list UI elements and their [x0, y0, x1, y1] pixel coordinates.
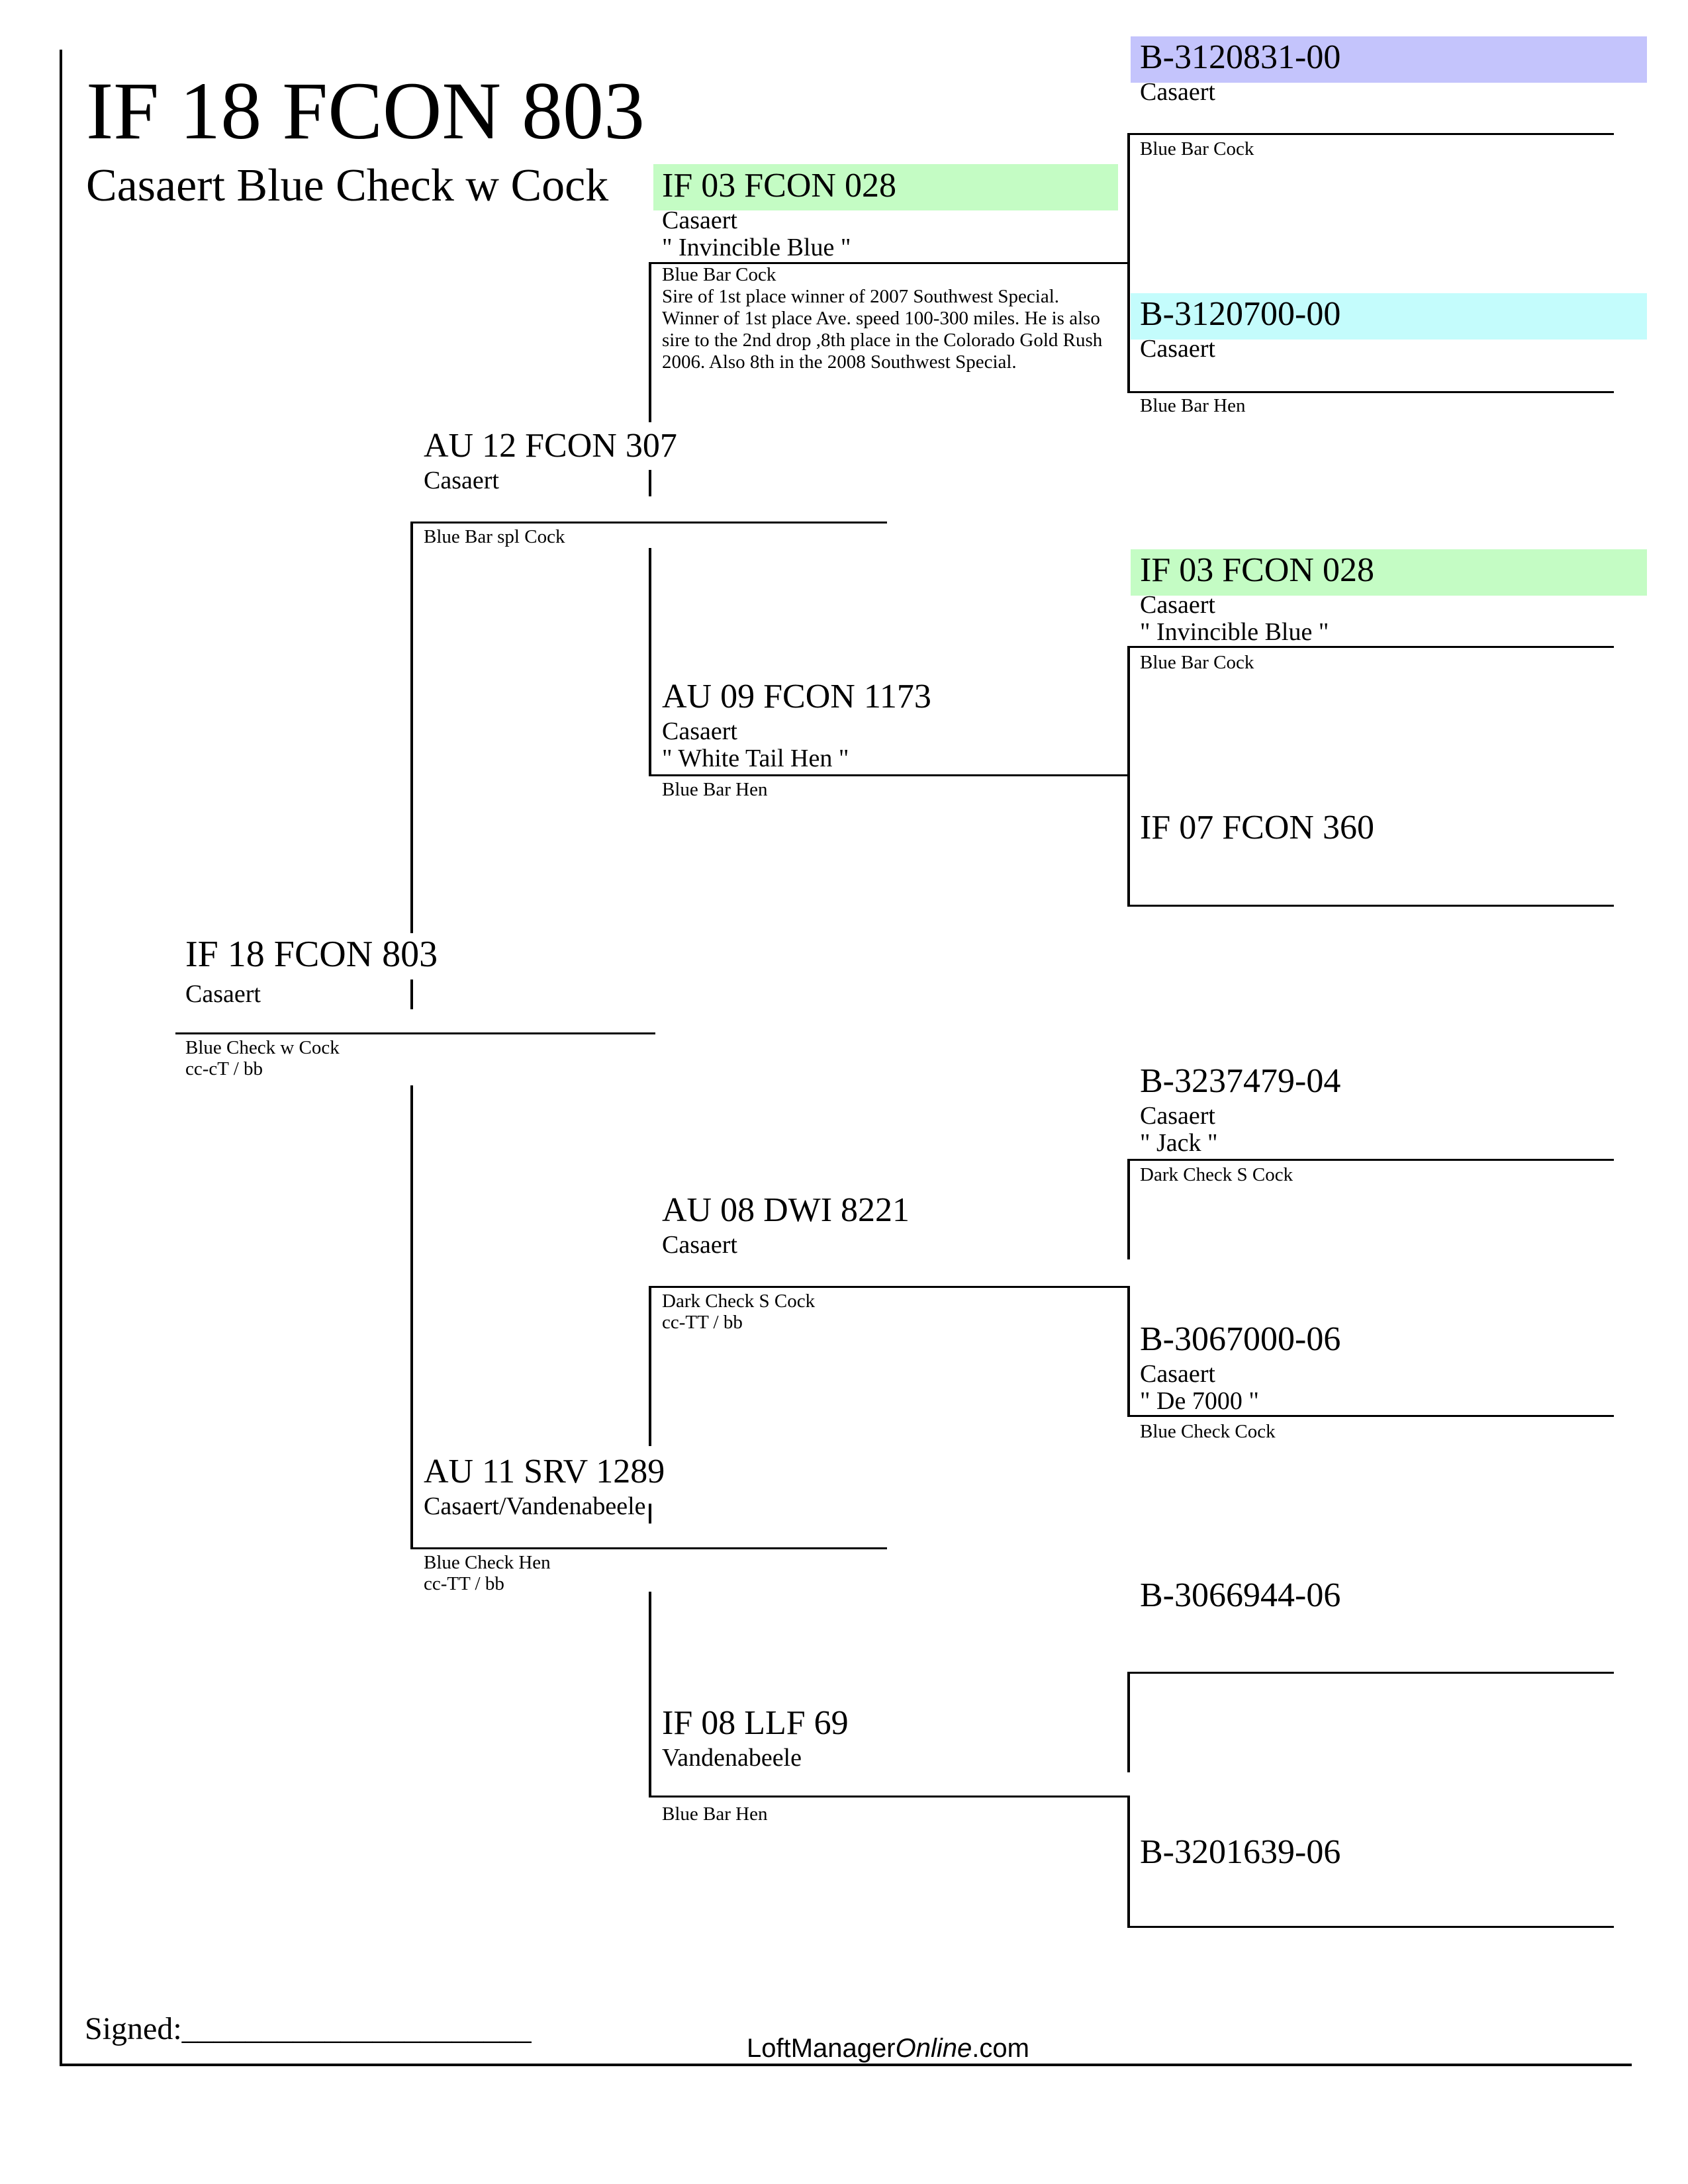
sire-dam-color: Blue Bar Hen [662, 779, 768, 800]
dam-genetics: cc-TT / bb [424, 1573, 504, 1594]
connector-ds-vertical [649, 1287, 651, 1446]
gen3-6-underline [1127, 1672, 1614, 1674]
sire-sire-underline [649, 262, 1129, 264]
sire-strain: Casaert [424, 467, 499, 494]
connector-g3-d [1127, 1673, 1130, 1772]
subject-band: IF 18 FCON 803 [185, 934, 438, 975]
sire-sire-notes: Sire of 1st place winner of 2007 Southwe… [662, 286, 1103, 373]
gen3-0-color: Blue Bar Cock [1140, 138, 1254, 159]
subject-color: Blue Check w Cock [185, 1037, 340, 1058]
sire-dam-underline [649, 774, 1129, 776]
dam-dam-underline [649, 1796, 1129, 1797]
gen3-4-underline [1127, 1159, 1614, 1161]
brand-footer: LoftManagerOnline.com [747, 2034, 1029, 2063]
gen3-7-underline [1127, 1926, 1614, 1928]
gen3-0-underline [1127, 133, 1614, 135]
sire-sire-color: Blue Bar Cock [662, 264, 776, 285]
signature-line: Signed:______________________ [85, 2011, 532, 2046]
dam-dam-color: Blue Bar Hen [662, 1803, 768, 1825]
sire-band: AU 12 FCON 307 [424, 427, 677, 465]
connector-sire-tick [649, 470, 651, 496]
gen3-0-strain: Casaert [1140, 78, 1215, 106]
dam-strain: Casaert/Vandenabeele [424, 1492, 646, 1520]
gen3-5-color: Blue Check Cock [1140, 1421, 1276, 1442]
dam-sire-band: AU 08 DWI 8221 [662, 1191, 910, 1229]
gen3-5-name: " De 7000 " [1140, 1387, 1259, 1415]
page-title: IF 18 FCON 803 [86, 66, 645, 156]
connector-dam-tick [649, 1504, 651, 1524]
gen3-6-band: B-3066944-06 [1140, 1576, 1341, 1614]
brand-italic: Online [895, 2034, 972, 2063]
connector-g3-a [1127, 134, 1130, 392]
gen3-4-color: Dark Check S Cock [1140, 1164, 1293, 1185]
page-subtitle: Casaert Blue Check w Cock [86, 160, 609, 211]
connector-ss-vertical [649, 263, 651, 422]
page-frame-bottom [60, 2064, 1632, 2066]
gen3-1-highlight [1131, 293, 1647, 340]
gen3-2-underline [1127, 646, 1614, 648]
gen3-1-underline [1127, 391, 1614, 393]
gen3-3-band: IF 07 FCON 360 [1140, 809, 1374, 846]
gen3-7-band: B-3201639-06 [1140, 1833, 1341, 1871]
gen3-1-strain: Casaert [1140, 335, 1215, 363]
sire-sire-name: " Invincible Blue " [662, 234, 851, 261]
connector-dam-vertical [410, 1085, 413, 1549]
dam-underline [410, 1547, 887, 1549]
gen3-2-name: " Invincible Blue " [1140, 618, 1329, 646]
page-frame-left [60, 50, 62, 2065]
sire-sire-strain: Casaert [662, 206, 737, 234]
sire-color: Blue Bar spl Cock [424, 526, 565, 547]
gen3-0-highlight [1131, 36, 1647, 83]
gen3-2-highlight [1131, 549, 1647, 596]
sire-dam-name: " White Tail Hen " [662, 745, 849, 772]
dam-sire-color: Dark Check S Cock [662, 1291, 816, 1312]
gen3-2-color: Blue Bar Cock [1140, 652, 1254, 673]
gen3-5-underline [1127, 1415, 1614, 1417]
gen3-2-strain: Casaert [1140, 591, 1215, 619]
connector-g3-c [1127, 1160, 1130, 1259]
connector-g3-d2 [1127, 1796, 1130, 1928]
sire-dam-strain: Casaert [662, 717, 737, 745]
dam-color: Blue Check Hen [424, 1552, 551, 1573]
sire-dam-band: AU 09 FCON 1173 [662, 678, 931, 715]
dam-dam-strain: Vandenabeele [662, 1744, 802, 1772]
dam-dam-band: IF 08 LLF 69 [662, 1704, 849, 1742]
gen3-4-band: B-3237479-04 [1140, 1062, 1341, 1100]
dam-sire-genetics: cc-TT / bb [662, 1312, 743, 1333]
gen3-1-color: Blue Bar Hen [1140, 395, 1246, 416]
gen3-5-strain: Casaert [1140, 1360, 1215, 1388]
gen3-2-band: IF 03 FCON 028 [1140, 551, 1374, 589]
dam-sire-underline [649, 1286, 1129, 1288]
brand-suffix: .com [972, 2034, 1029, 2063]
dam-band: AU 11 SRV 1289 [424, 1453, 665, 1490]
connector-g3-b [1127, 647, 1130, 907]
connector-sire-vertical [410, 523, 413, 933]
gen3-0-band: B-3120831-00 [1140, 38, 1341, 76]
connector-subject-tick [410, 979, 413, 1009]
connector-sd-vertical [649, 548, 651, 776]
subject-underline [175, 1032, 655, 1034]
sire-sire-band: IF 03 FCON 028 [662, 167, 896, 205]
gen3-5-band: B-3067000-06 [1140, 1320, 1341, 1358]
subject-genetics: cc-cT / bb [185, 1058, 263, 1079]
subject-strain: Casaert [185, 980, 261, 1008]
gen3-3-underline [1127, 905, 1614, 907]
gen3-4-name: " Jack " [1140, 1129, 1218, 1157]
sire-sire-highlight [653, 164, 1118, 210]
sire-underline [410, 522, 887, 523]
dam-sire-strain: Casaert [662, 1231, 737, 1259]
brand-prefix: LoftManager [747, 2034, 896, 2063]
connector-dd-vertical [649, 1592, 651, 1797]
gen3-4-strain: Casaert [1140, 1102, 1215, 1130]
gen3-1-band: B-3120700-00 [1140, 295, 1341, 333]
connector-g3-c2 [1127, 1286, 1130, 1415]
